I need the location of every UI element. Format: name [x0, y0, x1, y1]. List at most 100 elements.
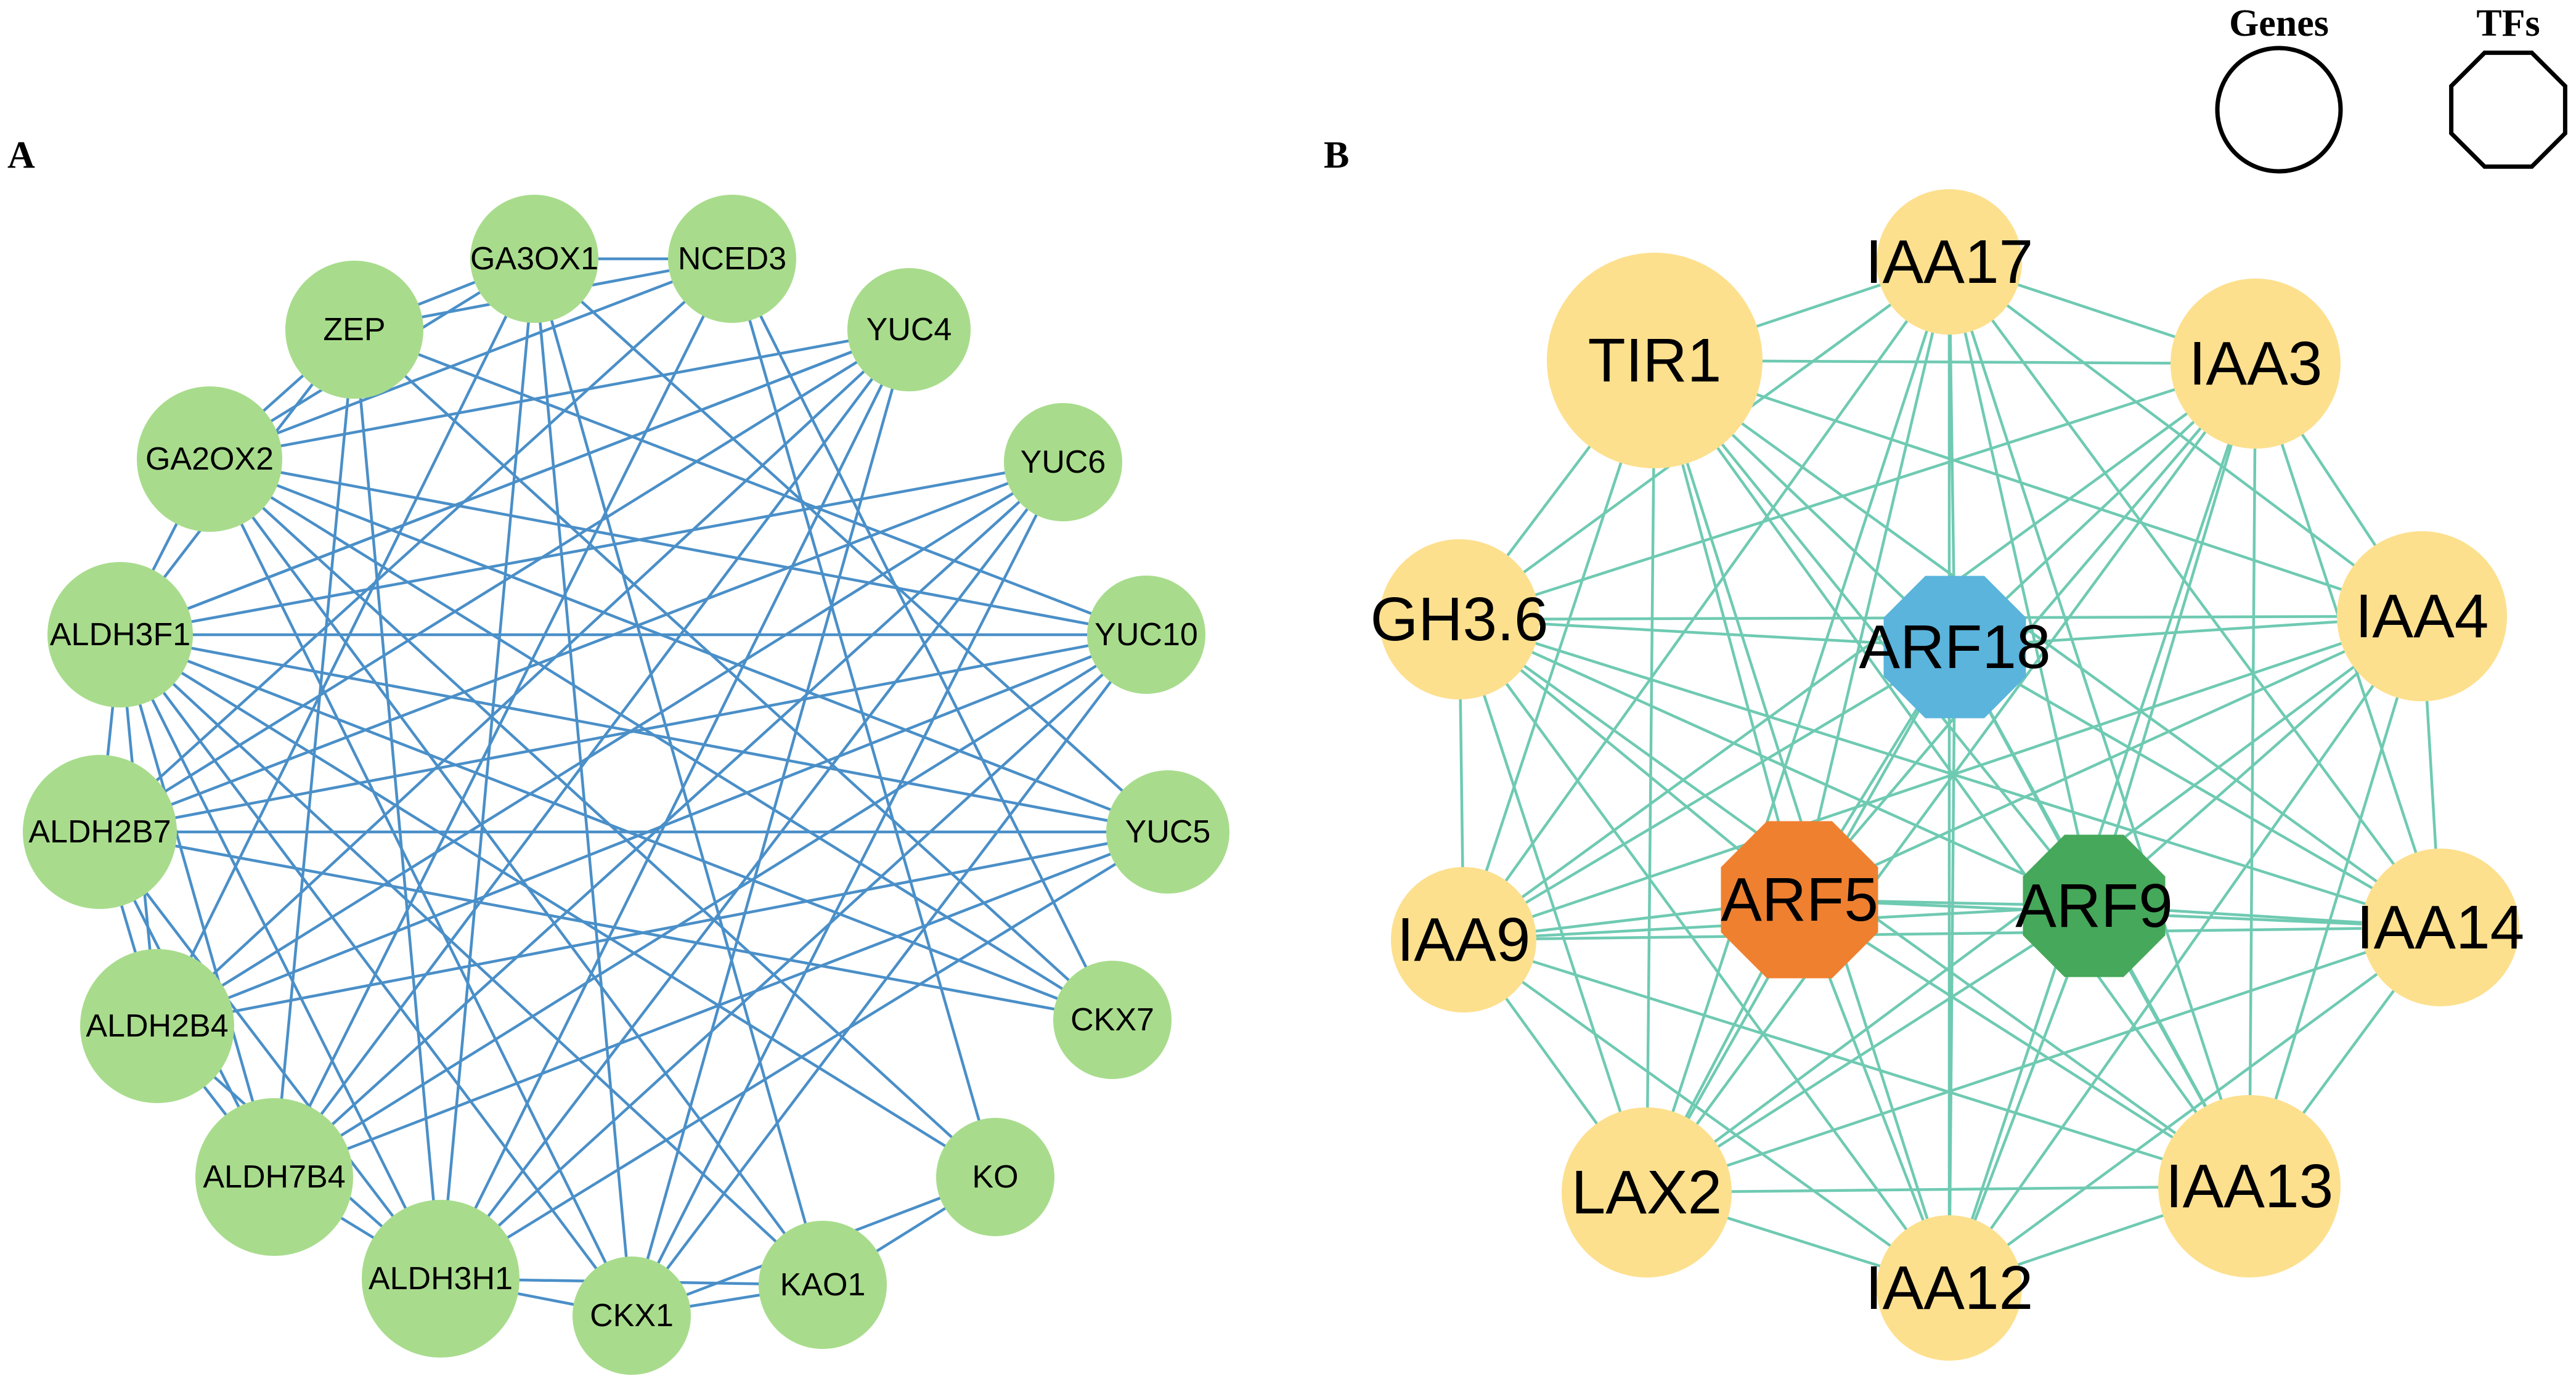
shape-legend: Genes TFs [2215, 2, 2567, 174]
edge-nced3-ga2ox2 [209, 257, 733, 461]
edge-yuc5-aldh3f1 [120, 633, 1168, 834]
edge-zep-yuc10 [354, 328, 1147, 637]
node-lax2: LAX2 [1562, 1107, 1732, 1277]
node-label: IAA14 [2357, 893, 2524, 962]
node-circle [1562, 1107, 1732, 1277]
node-iaa4: IAA4 [2337, 531, 2507, 701]
edge-iaa13-lax2 [1646, 1184, 2250, 1194]
edge-ga3ox1-ckx1 [532, 258, 634, 1316]
edge-gh3-6-arf18 [1459, 617, 1955, 649]
node-label: ALDH3H1 [369, 1261, 513, 1297]
panel-b-network: IAA17IAA3IAA4IAA14IAA13IAA12LAX2IAA9GH3.… [1370, 189, 2524, 1361]
edge-kao1-aldh3f1 [119, 633, 824, 1286]
node-label: GA3OX1 [470, 241, 598, 277]
node-circle [1877, 1215, 2022, 1361]
edge-yuc6-aldh2b7 [99, 460, 1064, 834]
legend-genes-title: Genes [2229, 2, 2329, 44]
node-circle [1004, 403, 1122, 521]
node-zep: ZEP [285, 261, 423, 399]
node-iaa14: IAA14 [2357, 849, 2524, 1006]
legend-octagon-icon [2449, 51, 2567, 169]
node-label: IAA13 [2166, 1152, 2333, 1221]
node-label: LAX2 [1571, 1158, 1722, 1227]
node-iaa9: IAA9 [1391, 867, 1536, 1012]
edge-iaa17-iaa4 [1948, 261, 2423, 617]
node-aldh2b4: ALDH2B4 [80, 949, 234, 1103]
node-octagon [1721, 821, 1878, 979]
edge-aldh7b4-aldh3f1 [118, 634, 276, 1178]
edge-yuc6-aldh2b4 [156, 461, 1064, 1027]
node-label: TIR1 [1588, 326, 1722, 395]
node-circle [1087, 576, 1205, 694]
node-circle [1877, 189, 2022, 335]
edge-nced3-aldh2b7 [99, 258, 733, 833]
edge-iaa3-lax2 [1645, 362, 2257, 1194]
node-gh3-6: GH3.6 [1370, 539, 1549, 699]
edge-yuc5-ga2ox2 [209, 457, 1168, 834]
node-aldh3h1: ALDH3H1 [362, 1200, 520, 1358]
node-circle [2170, 279, 2341, 449]
edge-ga3ox1-yuc5 [533, 258, 1169, 833]
edge-iaa3-iaa9 [1462, 362, 2257, 941]
edge-iaa4-iaa12 [1948, 615, 2423, 1289]
edge-aldh3h1-aldh3f1 [118, 633, 442, 1280]
node-iaa13: IAA13 [2158, 1095, 2341, 1277]
node-label: CKX7 [1070, 1002, 1154, 1038]
node-ckx7: CKX7 [1053, 961, 1172, 1079]
edge-aldh3h1-aldh2b7 [99, 831, 442, 1280]
node-circle [2362, 849, 2519, 1006]
node-nced3: NCED3 [668, 195, 796, 323]
edge-iaa4-iaa13 [2248, 616, 2424, 1187]
edge-iaa3-iaa12 [1947, 363, 2257, 1289]
edge-iaa4-tir1 [1654, 359, 2423, 618]
edge-iaa14-lax2 [1646, 926, 2441, 1194]
edge-ko-ga2ox2 [208, 458, 997, 1178]
node-arf9: ARF9 [2015, 834, 2173, 977]
node-yuc5: YUC5 [1106, 770, 1229, 894]
edge-ckx7-aldh2b7 [99, 830, 1113, 1022]
node-arf5: ARF5 [1721, 821, 1878, 979]
node-iaa3: IAA3 [2170, 279, 2341, 449]
node-circle [285, 261, 423, 399]
node-circle [362, 1200, 520, 1358]
node-aldh3f1: ALDH3F1 [47, 562, 193, 707]
edge-yuc5-aldh3h1 [439, 831, 1169, 1280]
edge-yuc10-aldh3h1 [439, 633, 1147, 1280]
edge-yuc5-aldh2b4 [157, 830, 1168, 1028]
node-circle [470, 195, 598, 323]
node-label: ALDH2B7 [28, 814, 171, 850]
node-label: NCED3 [678, 241, 786, 277]
node-circle [2158, 1095, 2341, 1277]
node-label: ARF5 [1721, 865, 1878, 934]
edge-yuc10-aldh7b4 [273, 633, 1147, 1178]
edge-iaa12-iaa9 [1462, 939, 1950, 1289]
edge-ckx7-aldh3f1 [120, 633, 1113, 1022]
node-circle [2337, 531, 2507, 701]
node-label: ZEP [323, 312, 385, 348]
node-circle [759, 1221, 887, 1349]
node-label: ARF9 [2015, 871, 2173, 940]
edge-iaa17-iaa14 [1948, 261, 2442, 929]
node-label: ALDH2B4 [86, 1008, 228, 1044]
node-circle [195, 1098, 353, 1256]
node-label: GA2OX2 [145, 441, 274, 477]
node-circle [80, 949, 234, 1103]
node-label: CKX1 [590, 1298, 674, 1334]
edge-yuc6-aldh3h1 [439, 461, 1064, 1280]
node-label: YUC6 [1021, 444, 1106, 480]
edge-ko-aldh3f1 [119, 633, 997, 1178]
panel-a-letter: A [7, 134, 35, 176]
edge-iaa17-lax2 [1645, 261, 1951, 1193]
node-label: KO [972, 1159, 1018, 1195]
node-circle [573, 1257, 691, 1375]
edge-aldh3f1-yuc4 [120, 328, 910, 637]
edge-iaa14-iaa12 [1948, 926, 2442, 1289]
edge-yuc4-ga2ox2 [209, 328, 910, 461]
node-circle [23, 755, 177, 909]
node-label: KAO1 [780, 1267, 866, 1303]
edge-iaa14-arf18 [1954, 646, 2442, 929]
edge-iaa3-gh3-6 [1459, 362, 2256, 621]
edge-ckx7-ga2ox2 [208, 458, 1114, 1021]
node-iaa17: IAA17 [1865, 189, 2033, 335]
